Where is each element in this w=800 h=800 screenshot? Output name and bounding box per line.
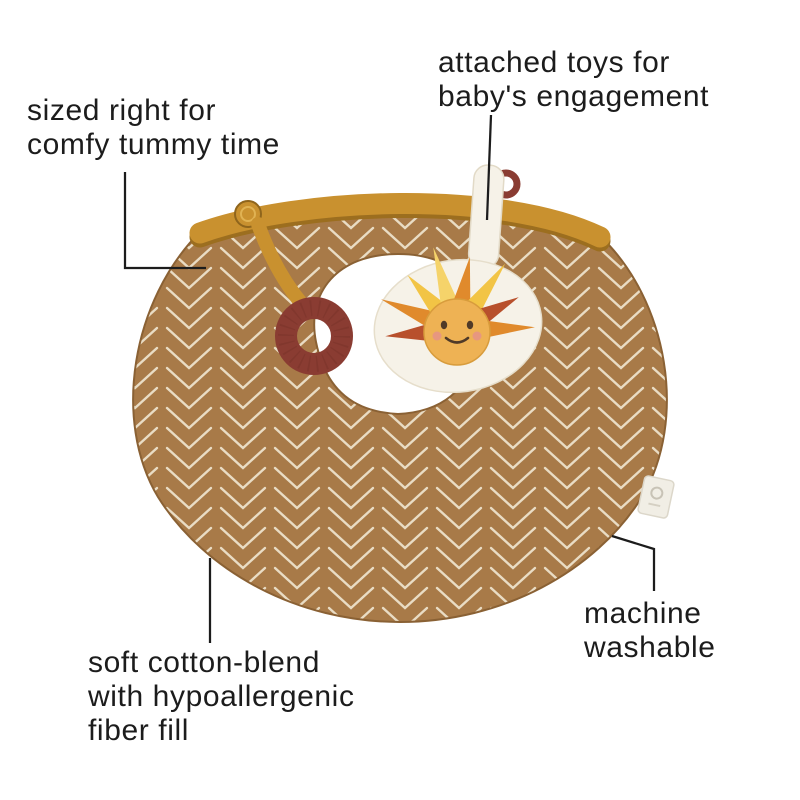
- care-tag-logo: [650, 486, 664, 500]
- callout-attached-toys: attached toys for baby's engagement: [438, 46, 709, 114]
- callout-toys-line2: baby's engagement: [438, 80, 710, 113]
- pillow-body: [132, 201, 668, 624]
- sun-cheek-right: [472, 331, 482, 341]
- callout-sized-line2: comfy tummy time: [27, 128, 280, 161]
- sun-ray: [452, 257, 471, 306]
- sun-face-circle: [423, 298, 491, 366]
- sun-ray: [380, 299, 437, 329]
- callout-soft-cotton: soft cotton-blend with hypoallergenic fi…: [88, 646, 355, 748]
- care-tag-body: [637, 475, 675, 519]
- callout-toys-line1: attached toys for: [438, 46, 670, 79]
- callout-lines: [123, 114, 656, 643]
- sun-eye-right: [466, 320, 474, 330]
- callout-line-sized: [123, 172, 206, 270]
- sun-ray: [465, 263, 506, 315]
- callout-soft-line1: soft cotton-blend: [88, 646, 321, 679]
- care-tag-text-mark: [648, 502, 661, 508]
- teether-ribbon: [251, 217, 309, 311]
- callout-washable-line1: machine: [584, 597, 702, 630]
- sun-face: [423, 298, 491, 366]
- callout-soft-line3: fiber fill: [88, 714, 190, 747]
- callout-sized-line1: sized right for: [27, 94, 217, 127]
- sun-smile: [444, 336, 470, 344]
- callout-washable-line2: washable: [584, 631, 716, 664]
- sun-ray: [482, 320, 535, 339]
- sun-ray: [385, 323, 432, 342]
- teether-ring: [275, 297, 353, 375]
- care-tag: [637, 475, 675, 519]
- sun-eye-left: [440, 320, 448, 330]
- callout-soft-line2: with hypoallergenic: [88, 680, 355, 713]
- callout-line-washable: [611, 534, 656, 591]
- teether-ring-texture: [278, 300, 350, 372]
- callout-sized-right: sized right for comfy tummy time: [27, 94, 280, 162]
- sun-ray: [433, 247, 459, 308]
- strap-button-ring: [240, 206, 256, 222]
- callout-machine-washable: machine washable: [584, 597, 716, 665]
- sun-cheek-left: [432, 331, 442, 341]
- callout-line-toys: [485, 114, 493, 221]
